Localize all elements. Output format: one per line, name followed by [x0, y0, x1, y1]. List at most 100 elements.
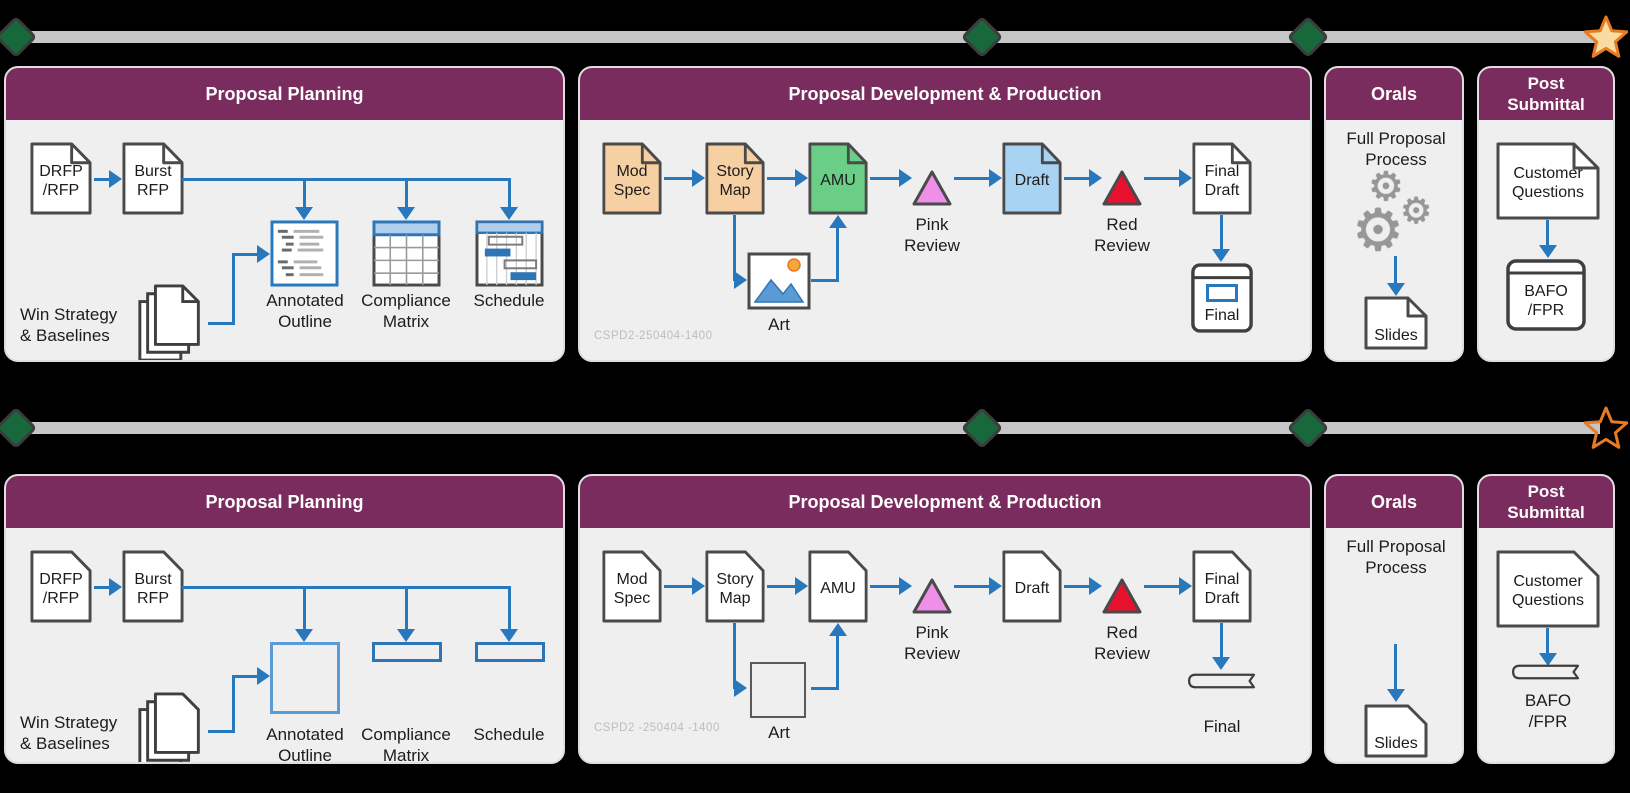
final-label: Final: [1203, 717, 1241, 736]
schedule-placeholder: [475, 642, 545, 662]
connector-line: [664, 177, 692, 180]
drfp-label: DRFP/RFP: [39, 162, 83, 199]
red-review-triangle-icon: [1102, 170, 1142, 206]
panel-title: Proposal Planning: [6, 476, 563, 528]
arrowhead: [1387, 689, 1405, 702]
final-book-label: Final: [1204, 307, 1240, 324]
annotated-outline-icon: [270, 220, 339, 287]
amu-label: AMU: [820, 172, 856, 189]
arrowhead: [899, 577, 912, 595]
arrowhead: [257, 245, 270, 263]
connector-line: [811, 279, 839, 282]
connector-line: [733, 215, 736, 281]
panel-title: Post Submittal: [1479, 68, 1613, 120]
arrowhead: [257, 667, 270, 685]
gears-icon: ⚙ ⚙ ⚙: [1352, 165, 1433, 263]
draft-label: Draft: [1014, 580, 1050, 597]
arrowhead: [829, 623, 847, 636]
arrowhead: [899, 169, 912, 187]
panel-title-text: Proposal Planning: [205, 491, 364, 512]
milestone-diamond-icon: [1286, 406, 1330, 450]
panel-proposal-planning: Proposal Planning DRFP/RFP B: [4, 66, 565, 362]
connector-line: [303, 181, 306, 207]
final-book-icon: Final: [1190, 262, 1254, 334]
connector-line: [508, 181, 511, 207]
win-strategy-label: Win Strategy& Baselines: [20, 305, 118, 345]
compliance-matrix-placeholder: [372, 642, 442, 662]
panel-title-text: Submittal: [1507, 95, 1585, 114]
connector-line: [664, 585, 692, 588]
slides-document-icon: Slides: [1364, 296, 1428, 350]
arrowhead: [397, 207, 415, 220]
panel-title-text: Post: [1527, 74, 1565, 93]
panel-title: Orals: [1326, 68, 1462, 120]
connector-line: [767, 177, 795, 180]
amu-document-icon: AMU: [808, 142, 868, 215]
panel-title-text: Proposal Development & Production: [788, 83, 1102, 104]
schedule-gantt-icon: [475, 220, 544, 287]
connector-line: [1064, 177, 1089, 180]
art-placeholder: [750, 662, 806, 718]
process-row-detailed: Proposal Planning DRFP/RFP B: [0, 0, 1630, 378]
stacked-documents-icon: [138, 284, 200, 360]
arrowhead: [1212, 249, 1230, 262]
connector-line: [954, 177, 989, 180]
arrowhead: [829, 215, 847, 228]
connector-line: [94, 586, 109, 589]
pink-review-triangle-icon: [912, 170, 952, 206]
slides-label: Slides: [1374, 327, 1418, 344]
connector-line: [1394, 256, 1397, 283]
bafo-book-icon: BAFO/FPR: [1505, 258, 1587, 332]
connector-line: [1394, 644, 1397, 689]
drfp-document-icon: DRFP/RFP: [30, 142, 92, 215]
connector-line: [232, 253, 257, 256]
arrowhead: [295, 629, 313, 642]
process-row-simple: Proposal Planning DRFP/RFP B: [0, 391, 1630, 769]
panel-title-text: Submittal: [1507, 503, 1585, 522]
panel-title-text: Post: [1527, 482, 1565, 501]
arrowhead: [1212, 657, 1230, 670]
connector-line: [208, 322, 234, 325]
panel-title: Orals: [1326, 476, 1462, 528]
timeline-bar: [8, 422, 1600, 434]
connector-line: [767, 585, 795, 588]
draft-label: Draft: [1014, 172, 1050, 189]
arrowhead: [692, 169, 705, 187]
milestone-diamond-icon: [960, 406, 1004, 450]
amu-document-icon: AMU: [808, 550, 868, 623]
bafo-label: BAFO/FPR: [1524, 691, 1572, 731]
panel-title-text: Orals: [1370, 491, 1418, 512]
connector-line: [232, 253, 235, 325]
annotated-outline-placeholder: [270, 642, 340, 714]
arrowhead: [795, 577, 808, 595]
connector-line: [733, 623, 736, 689]
connector-line: [1144, 177, 1179, 180]
arrowhead: [1179, 169, 1192, 187]
arrowhead: [295, 207, 313, 220]
art-label: Art: [768, 723, 790, 742]
bafo-book-side-icon: [1512, 664, 1580, 680]
milestone-diamond-icon: [960, 15, 1004, 59]
